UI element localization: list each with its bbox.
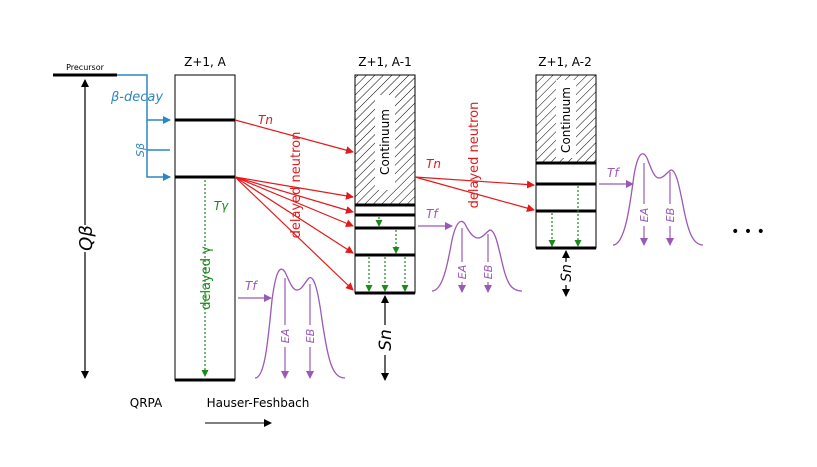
fission-curve-2 <box>431 220 523 292</box>
t-f-label-1: Tf <box>245 279 258 293</box>
s-beta-label: Sβ <box>134 143 147 157</box>
nucleus-a2-box <box>535 162 597 249</box>
beta-decay-group <box>117 74 171 181</box>
nucleus-a2-column: Z+1, A-2 Continuum Sn <box>535 55 597 297</box>
t-n-label-2: Tn <box>426 157 441 171</box>
nucleus-a1-box <box>354 204 416 294</box>
e-b-label-bg-1 <box>303 325 317 347</box>
beta-decay-connector <box>117 74 171 124</box>
nucleus-a-label: Z+1, A <box>184 55 227 69</box>
continuum-a1-label-bg <box>375 95 395 190</box>
e-b-label-2: EB <box>482 265 495 280</box>
neutron-arrow-8 <box>414 176 535 212</box>
neutron-arrow-4 <box>234 176 354 228</box>
neutron-arrow-3 <box>234 176 354 214</box>
s-n-a2-label: Sn <box>559 264 575 282</box>
delayed-gamma-label: delayed γ <box>199 246 214 310</box>
e-a-label-bg-1 <box>278 325 292 347</box>
e-a-label-2: EA <box>456 265 469 279</box>
t-f-label-3: Tf <box>607 166 620 180</box>
e-a-label-1: EA <box>279 329 292 343</box>
s-beta-bracket <box>146 149 171 181</box>
neutron-arrow-2 <box>234 176 354 200</box>
continuum-a1-label: Continuum <box>378 109 392 175</box>
delayed-neutron-label-1: delayed neutron <box>289 132 304 239</box>
fission-group-2: Tf EA EB <box>418 207 523 293</box>
precursor-label: Precursor <box>66 63 105 72</box>
e-a-label-bg-3 <box>637 204 651 226</box>
beta-decay-label: β-decay <box>110 90 163 105</box>
fission-curve-1 <box>254 268 346 379</box>
continuum-a2-label-bg <box>556 80 576 158</box>
ellipsis: • • • <box>731 224 765 240</box>
t-gamma-label: Tγ <box>214 199 229 213</box>
nucleus-a1-label: Z+1, A-1 <box>358 55 411 69</box>
e-b-label-bg-3 <box>663 204 677 226</box>
e-a-label-bg-2 <box>455 262 469 282</box>
t-f-label-2: Tf <box>426 207 439 221</box>
fission-group-1: Tf EA EB <box>238 268 346 379</box>
neutron-arrows-a-to-a1 <box>234 119 354 291</box>
neutron-arrows-a1-to-a2 <box>414 176 535 212</box>
e-b-label-3: EB <box>664 208 677 223</box>
e-b-label-bg-2 <box>481 262 495 282</box>
e-b-label-1: EB <box>304 329 317 344</box>
delayed-neutron-label-2: delayed neutron <box>467 102 482 209</box>
continuum-a2-label: Continuum <box>559 87 573 153</box>
t-n-label-1: Tn <box>258 113 273 127</box>
hauser-feshbach-label: Hauser-Feshbach <box>207 396 310 410</box>
neutron-arrow-6 <box>234 176 354 291</box>
neutron-arrow-1 <box>234 119 354 155</box>
neutron-arrow-5 <box>234 176 354 254</box>
e-a-label-3: EA <box>638 208 651 222</box>
nucleus-a-column: Z+1, A Tγ delayed γ <box>174 55 236 382</box>
fission-curve-3 <box>612 153 704 246</box>
s-n-a1-label: Sn <box>376 329 396 351</box>
q-beta-group: Qβ <box>76 79 97 379</box>
fission-group-3: Tf EA EB <box>599 153 704 246</box>
nucleus-a1-column: Z+1, A-1 Continuum Sn <box>354 55 416 381</box>
neutron-arrow-7 <box>414 176 535 189</box>
nucleus-a2-label: Z+1, A-2 <box>538 55 591 69</box>
q-beta-label: Qβ <box>76 225 97 251</box>
qrpa-label: QRPA <box>130 396 163 410</box>
precursor-group: Precursor <box>53 63 117 77</box>
